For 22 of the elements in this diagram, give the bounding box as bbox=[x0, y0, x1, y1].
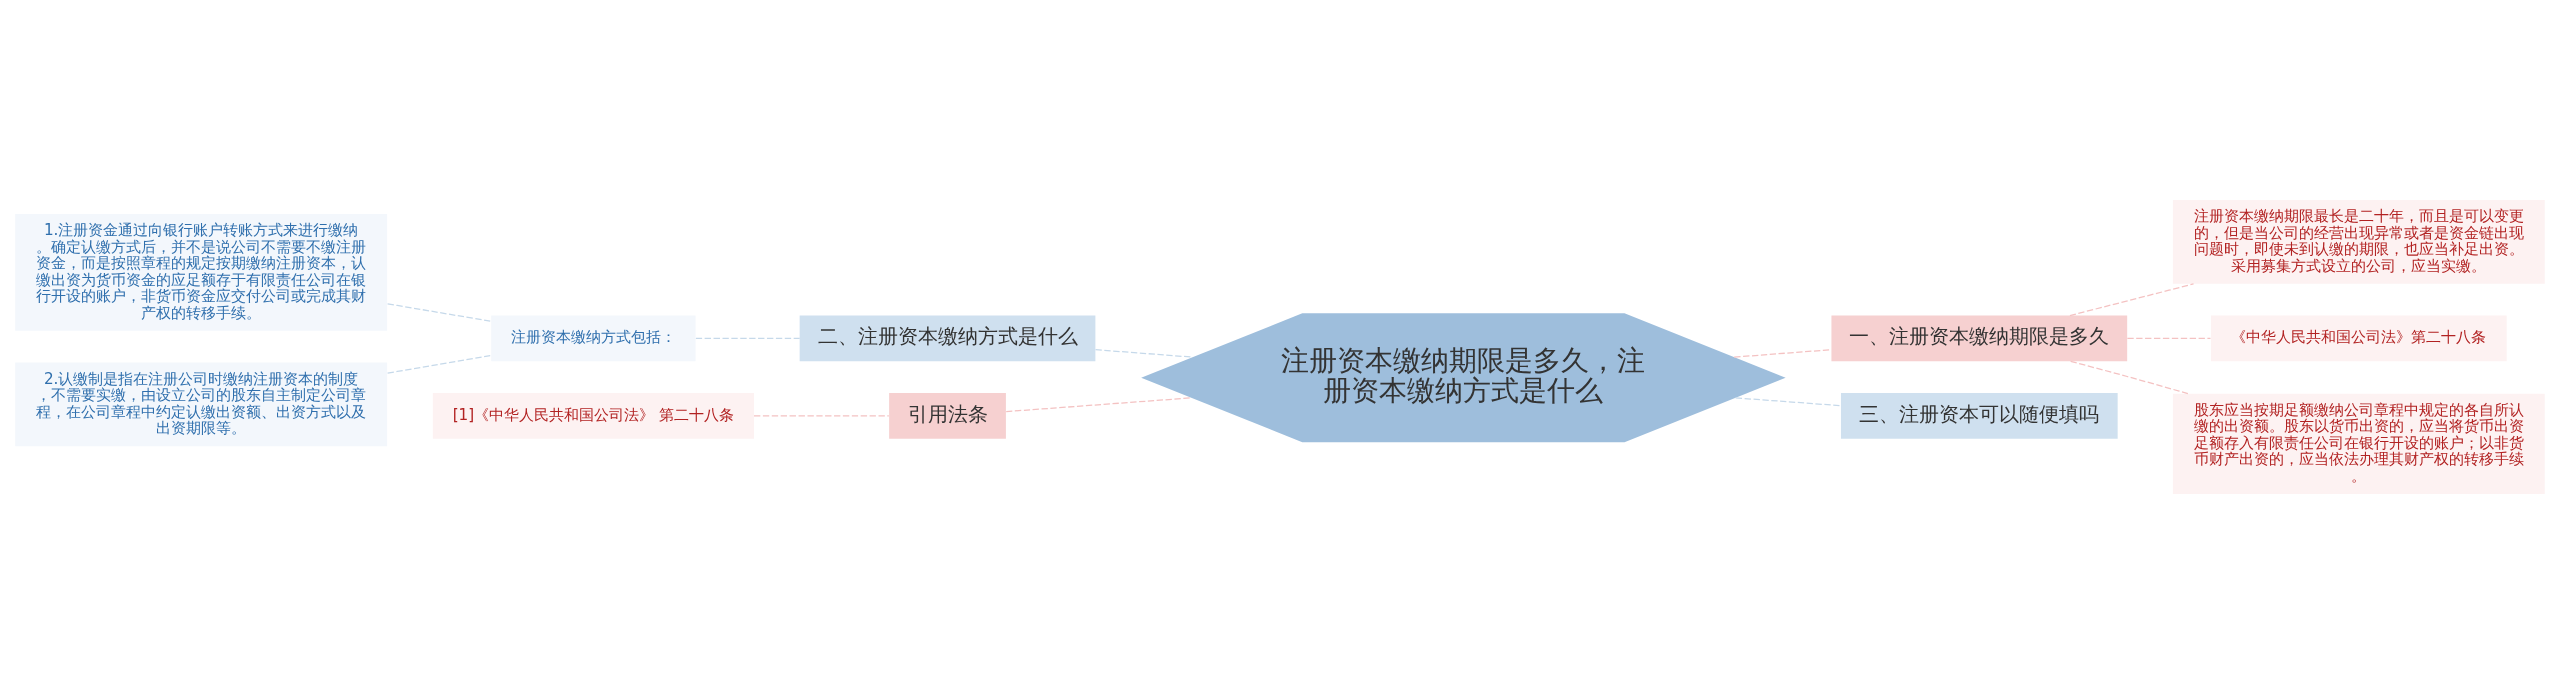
connector bbox=[695, 337, 801, 340]
node-box: 二、注册资本缴纳方式是什么 bbox=[799, 315, 1096, 362]
node-box: 《中华人民共和国公司法》第二十八条 bbox=[2210, 315, 2507, 362]
connector bbox=[2069, 283, 2195, 317]
connector bbox=[1735, 397, 1842, 407]
connector bbox=[1733, 349, 1832, 358]
connector bbox=[386, 303, 492, 322]
connector bbox=[386, 354, 492, 374]
connector bbox=[1005, 397, 1192, 413]
connector bbox=[1094, 349, 1194, 358]
node-box: [1]《中华人民共和国公司法》 第二十八条 bbox=[432, 393, 754, 439]
node-box: 2.认缴制是指在注册公司时缴纳注册资本的制度，不需要实缴，由设立公司的股东自主制定公司章程，在公司章程中约定认缴出资额、出资方式以及出资期限等。 bbox=[15, 362, 388, 447]
node-box: 1.注册资金通过向银行账户转账方式来进行缴纳。确定认缴方式后，并不是说公司不需要不缴注册资金，而是按照章程的规定按期缴纳注册资本，认缴出资为货币资金的应足额存于有限责任公司在银行开设的账户，非货币资金应交付公司或完成其财产权的转移手续。 bbox=[15, 214, 388, 331]
node-box: 股东应当按期足额缴纳公司章程中规定的各自所认缴的出资额。股东以货币出资的，应当将货币出资足额存入有限责任公司在银行开设的账户；以非货币财产出资的，应当依法办理其财产权的转移手续。 bbox=[2172, 393, 2545, 494]
node-box: 三、注册资本可以随便填吗 bbox=[1840, 393, 2118, 439]
connector bbox=[2070, 360, 2189, 395]
connector bbox=[2126, 337, 2212, 340]
node-box: 注册资本缴纳期限最长是二十年，而且是可以变更的，但是当公司的经营出现异常或者是资金链出现问题时，即使未到认缴的期限，也应当补足出资。采用募集方式设立的公司，应当实缴。 bbox=[2172, 200, 2545, 284]
node-box: 引用法条 bbox=[889, 393, 1006, 439]
node-box: 注册资本缴纳方式包括： bbox=[491, 315, 696, 362]
node-box: 一、注册资本缴纳期限是多久 bbox=[1831, 315, 2128, 362]
connector bbox=[753, 415, 890, 417]
